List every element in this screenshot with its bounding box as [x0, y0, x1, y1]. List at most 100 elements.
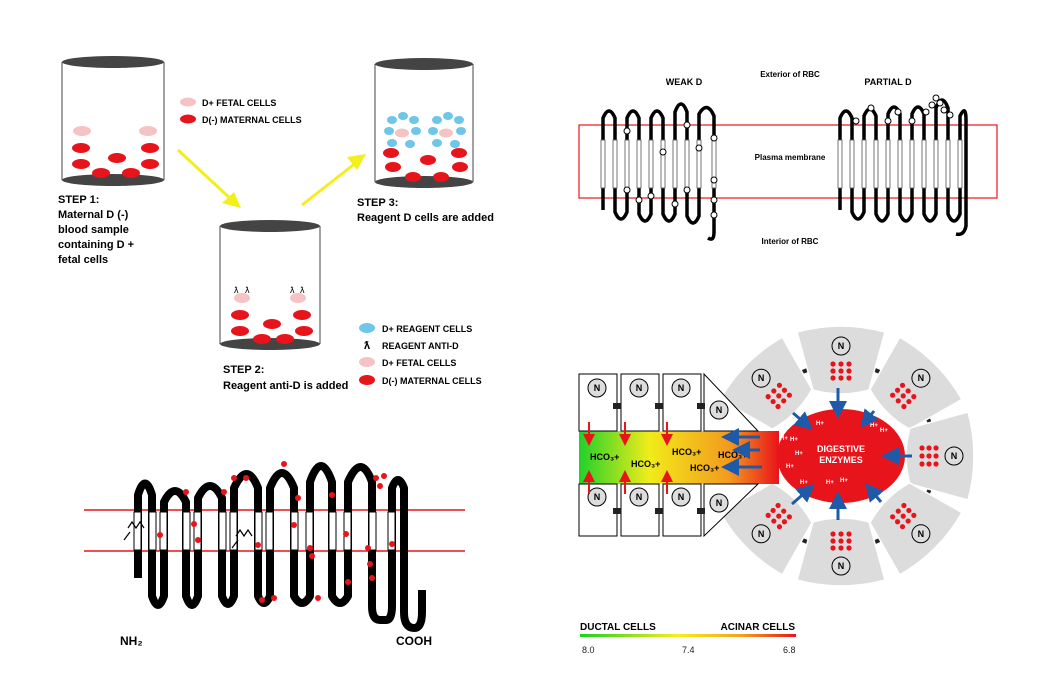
zymogen-granule	[838, 545, 844, 551]
svg-text:H+: H+	[780, 436, 788, 442]
svg-text:H+: H+	[786, 464, 794, 470]
maternal-cell	[253, 334, 271, 344]
zymogen-granule	[838, 531, 844, 537]
zymogen-granule	[830, 531, 836, 537]
zymogen-granule	[776, 524, 783, 530]
zymogen-granule	[838, 538, 844, 544]
svg-text:D(-) MATERNAL CELLS: D(-) MATERNAL CELLS	[382, 376, 482, 386]
zymogen-granule	[846, 538, 852, 544]
maternal-cell	[276, 334, 294, 344]
svg-text:Reagent anti-D is added: Reagent anti-D is added	[223, 380, 348, 392]
zymogen-granule	[899, 382, 906, 388]
ductal-cells-label: DUCTAL CELLS	[580, 622, 656, 633]
nucleus-label: N	[838, 341, 845, 351]
svg-text:ENZYMES: ENZYMES	[819, 455, 863, 465]
maternal-cell	[92, 168, 110, 178]
svg-text:H+: H+	[880, 428, 888, 434]
zymogen-granule	[919, 461, 925, 467]
legend-fetal-swatch	[180, 97, 196, 107]
weak-d-label: WEAK D	[666, 77, 703, 87]
lipid-anchor-icon	[123, 520, 145, 541]
svg-text:H+: H+	[816, 421, 824, 427]
proton-labels: H+ H+ H+ H+ H+ H+ H+ H+ H+ H+	[780, 421, 888, 486]
zymogen-granule	[776, 382, 783, 388]
zymogen-granule	[926, 453, 932, 459]
tube-step3	[374, 58, 474, 188]
maternal-cell	[72, 159, 90, 169]
svg-text:containing D +: containing D +	[58, 239, 134, 251]
bicarbonate-arrows	[583, 422, 673, 494]
zymogen-granule	[900, 393, 906, 399]
maternal-cell	[263, 319, 281, 329]
nucleus-label: N	[838, 561, 845, 571]
svg-text:REAGENT ANTI-D: REAGENT ANTI-D	[382, 341, 459, 351]
svg-text:N: N	[636, 383, 643, 393]
zymogen-granule	[905, 518, 911, 524]
zymogen-granule	[838, 368, 844, 374]
svg-text:H+: H+	[870, 423, 878, 429]
zymogen-granule	[776, 513, 782, 519]
zymogen-granule	[830, 545, 836, 551]
interior-label: Interior of RBC	[762, 237, 819, 246]
svg-text:STEP 2:: STEP 2:	[223, 364, 264, 376]
fetal-cell	[73, 126, 91, 136]
arrow-step2-to-step3	[301, 160, 358, 207]
svg-text:STEP 1:: STEP 1:	[58, 194, 99, 206]
zymogen-granule	[838, 361, 844, 367]
exterior-label: Exterior of RBC	[760, 70, 820, 79]
nucleus-label: N	[951, 451, 958, 461]
zymogen-granule	[846, 368, 852, 374]
svg-text:8.0: 8.0	[582, 645, 595, 655]
zymogen-granule	[895, 398, 901, 404]
svg-text:H+: H+	[795, 451, 803, 457]
zymogen-granule	[770, 507, 776, 514]
zymogen-granule	[905, 388, 911, 394]
svg-text:D+ FETAL CELLS: D+ FETAL CELLS	[382, 358, 456, 368]
svg-text:H+: H+	[840, 478, 848, 484]
svg-text:H+: H+	[790, 437, 798, 443]
zymogen-granule	[911, 512, 917, 518]
rhd-protein-panel: NH₂ COOH	[84, 461, 465, 648]
nh2-label: NH₂	[120, 634, 143, 648]
fetal-cell	[139, 126, 157, 136]
zymogen-granule	[786, 514, 792, 520]
svg-text:HCO₃+: HCO₃+	[590, 452, 619, 462]
fetal-cell	[234, 293, 250, 303]
anti-d-symbol: ƛ	[290, 285, 295, 295]
svg-text:HCO₃+: HCO₃+	[672, 447, 701, 457]
acinar-cell: N	[796, 325, 886, 395]
zymogen-granule	[919, 453, 925, 459]
acinar-cell: N	[796, 517, 886, 587]
nucleus-icon	[751, 368, 771, 388]
nucleus-icon	[831, 336, 851, 356]
legend-maternal-label: D(-) MATERNAL CELLS	[202, 115, 302, 125]
anti-d-symbol: ƛ	[234, 285, 239, 295]
zymogen-granule	[786, 392, 792, 398]
zymogen-granule	[781, 387, 788, 393]
zymogen-granule	[901, 502, 907, 509]
zymogen-granule	[775, 502, 781, 509]
zymogen-granule	[781, 508, 787, 514]
tube-step1	[61, 56, 165, 186]
plasma-membrane-box	[578, 124, 998, 199]
zymogen-granule	[775, 403, 781, 410]
svg-text:N: N	[716, 405, 723, 415]
legend-maternal-swatch	[180, 114, 196, 124]
svg-text:N: N	[678, 383, 685, 393]
partial-d-mutations	[852, 94, 954, 125]
blue-flow-arrows	[721, 388, 912, 520]
maternal-cell	[231, 310, 249, 320]
zymogen-granule	[933, 445, 939, 451]
maternal-cell	[231, 326, 249, 336]
legend-fetal-label: D+ FETAL CELLS	[202, 98, 276, 108]
weak-partial-d-panel: WEAK D Exterior of RBC PARTIAL D Plasma …	[578, 70, 998, 246]
zymogen-granule	[933, 453, 939, 459]
zymogen-granule	[830, 361, 836, 367]
svg-text:DIGESTIVE: DIGESTIVE	[817, 444, 865, 454]
zymogen-granule	[771, 388, 777, 394]
zymogen-granule	[765, 394, 771, 400]
svg-text:HCO₃+: HCO₃+	[690, 463, 719, 473]
svg-text:ƛ: ƛ	[364, 340, 371, 352]
rosette-legend: D+ REAGENT CELLS ƛ REAGENT ANTI-D D+ FET…	[359, 323, 482, 386]
zymogen-granule	[894, 519, 901, 525]
